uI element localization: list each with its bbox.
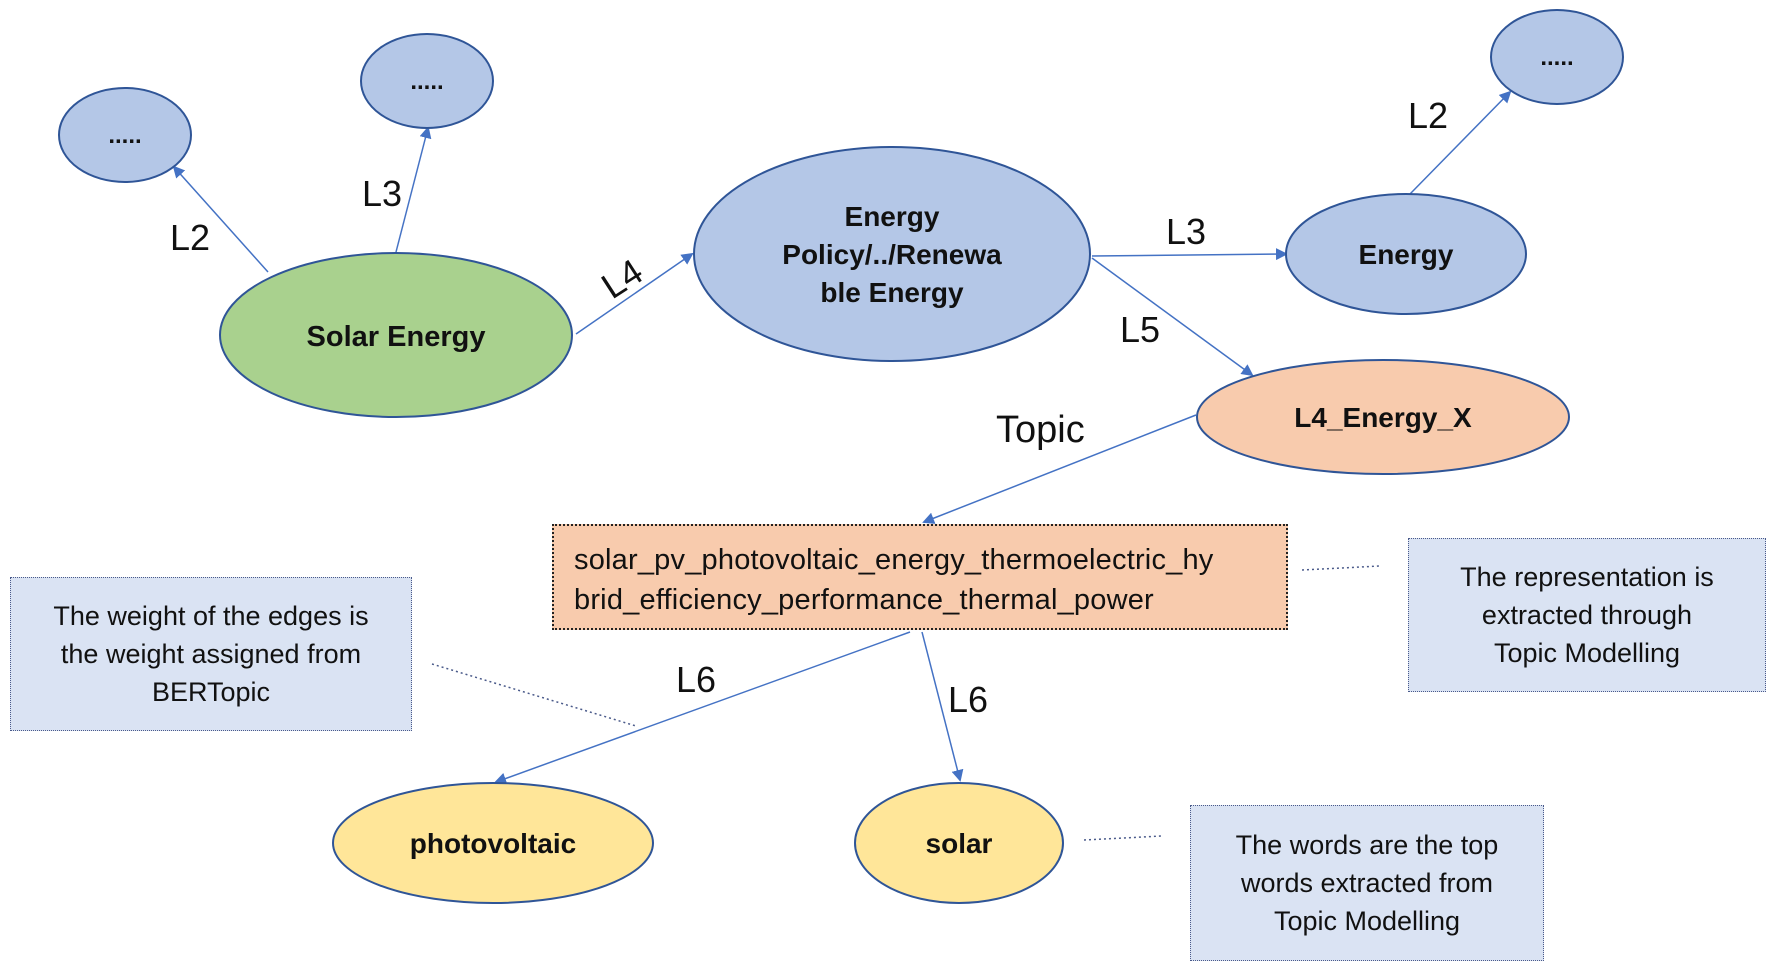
node-solar-energy: Solar Energy (219, 252, 573, 418)
note-edge-weight: The weight of the edges is the weight as… (10, 577, 412, 731)
edge-labels: L2 L3 L4 L3 L2 L5 Topic L6 L6 (170, 95, 1448, 720)
edge-topic-to-solar (921, 631, 964, 782)
edge-solar-to-mid-ellipsis (395, 126, 432, 253)
node-ellipsis-mid-label: ..... (410, 68, 443, 95)
edge-solar-to-left-ellipsis (172, 165, 269, 273)
callout-connectors (431, 565, 1381, 841)
topic-representation-line-2: brid_efficiency_performance_thermal_powe… (574, 584, 1154, 616)
callout-line-representation (1301, 565, 1381, 571)
note-representation: The representation is extracted through … (1408, 538, 1766, 692)
edge-label-policy-to-l4: L5 (1120, 309, 1160, 350)
node-l4-energy-x: L4_Energy_X (1196, 359, 1570, 475)
edge-label-topic-to-solar: L6 (948, 679, 988, 720)
note-edge-weight-text: The weight of the edges is the weight as… (53, 601, 369, 707)
note-words-text: The words are the top words extracted fr… (1235, 830, 1499, 936)
node-ellipsis-left: ..... (58, 87, 192, 183)
node-energy-policy-line: Policy/../Renewa (782, 239, 1002, 270)
edge-label-l4-to-topic: Topic (996, 409, 1085, 451)
edge-label-topic-to-photovoltaic: L6 (676, 659, 716, 700)
node-solar-label: solar (926, 828, 993, 859)
node-ellipsis-left-label: ..... (108, 122, 141, 149)
edge-label-solar-to-policy: L4 (594, 251, 650, 307)
note-words: The words are the top words extracted fr… (1190, 805, 1544, 961)
edges (172, 90, 1512, 785)
edge-solar-to-policy (575, 252, 694, 335)
edge-label-solar-to-mid: L3 (362, 173, 402, 214)
edge-policy-to-l4-energy-x (1091, 257, 1254, 377)
node-ellipsis-right: ..... (1490, 9, 1624, 105)
node-energy-label: Energy (1359, 239, 1454, 270)
note-representation-text: The representation is extracted through … (1460, 562, 1714, 668)
topic-representation-box: solar_pv_photovoltaic_energy_thermoelect… (552, 524, 1288, 630)
node-solar: solar (854, 782, 1064, 904)
node-l4-energy-x-label: L4_Energy_X (1294, 402, 1472, 433)
callout-line-edge-weight (431, 663, 637, 727)
node-energy: Energy (1285, 193, 1527, 315)
edge-label-policy-to-energy: L3 (1166, 211, 1206, 252)
edge-label-energy-to-right: L2 (1408, 95, 1448, 136)
edge-topic-to-photovoltaic (494, 631, 911, 785)
callout-line-words (1083, 835, 1163, 841)
topic-representation-line-1: solar_pv_photovoltaic_energy_thermoelect… (574, 544, 1214, 576)
edge-energy-to-right-ellipsis (1409, 90, 1512, 195)
edge-policy-to-energy (1091, 248, 1288, 261)
node-photovoltaic-label: photovoltaic (410, 828, 576, 859)
node-energy-policy-line: Energy (845, 201, 940, 232)
node-photovoltaic: photovoltaic (332, 782, 654, 904)
edge-l4-to-topic (922, 414, 1197, 524)
node-ellipsis-right-label: ..... (1540, 44, 1573, 71)
node-solar-energy-label: Solar Energy (307, 321, 486, 353)
node-energy-policy-line: ble Energy (820, 277, 964, 308)
node-ellipsis-mid: ..... (360, 33, 494, 129)
edge-label-solar-to-left: L2 (170, 217, 210, 258)
